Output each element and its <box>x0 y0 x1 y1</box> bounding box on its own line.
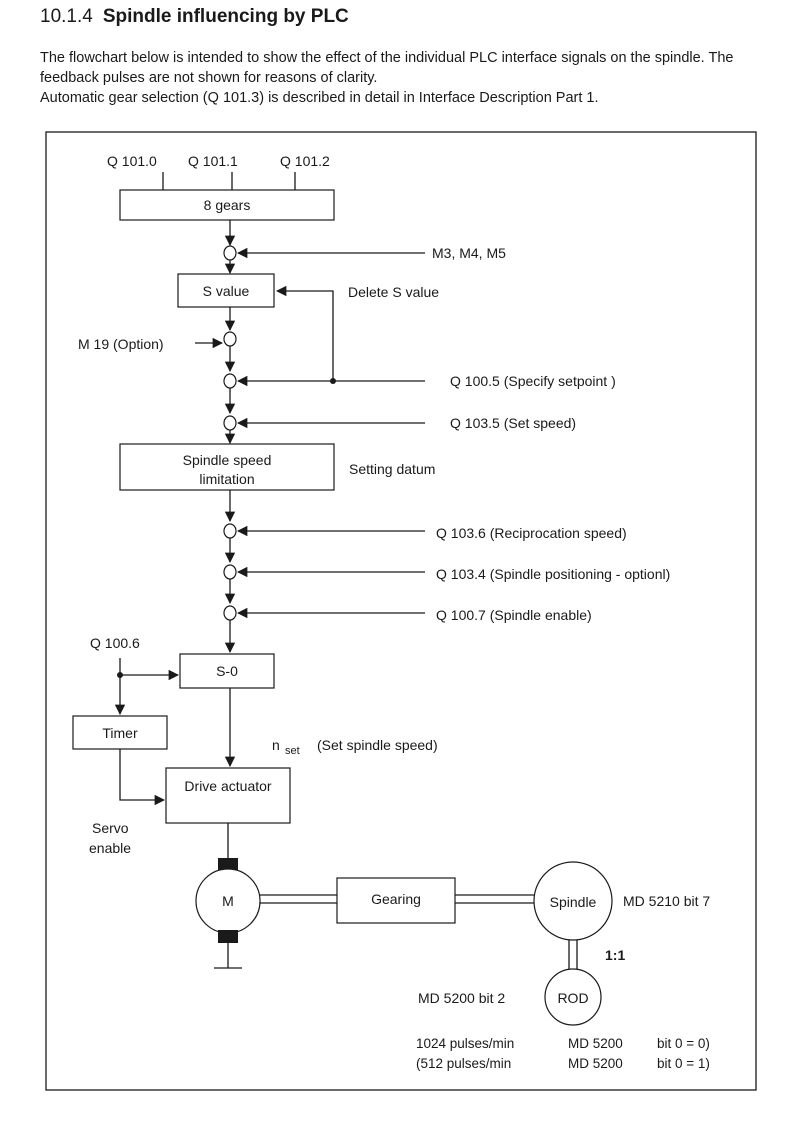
s0-box <box>179 653 275 689</box>
label-q1005: Q 100.5 (Specify setpoint ) <box>450 373 616 389</box>
switch-q1034 <box>223 564 237 580</box>
label-q1011: Q 101.1 <box>188 153 238 169</box>
s0-label: S-0 <box>216 663 238 679</box>
s-value-label: S value <box>203 283 250 299</box>
label-md5200-bit2: MD 5200 bit 2 <box>418 990 505 1006</box>
limitation-line-1: Spindle speed <box>183 452 272 468</box>
limitation-box <box>119 443 335 491</box>
gearing-label: Gearing <box>371 891 421 907</box>
intro-paragraph-2: Automatic gear selection (Q 101.3) is de… <box>40 90 599 106</box>
spindle-label: Spindle <box>550 894 597 910</box>
pulse-bit-2: bit 0 = 1) <box>657 1056 710 1071</box>
drive-actuator-label: Drive actuator <box>184 778 271 794</box>
switch-m19 <box>223 331 237 347</box>
label-nset-desc: (Set spindle speed) <box>317 737 438 753</box>
label-ratio: 1:1 <box>605 947 625 963</box>
label-q1010: Q 101.0 <box>107 153 157 169</box>
section-title: Spindle influencing by PLC <box>102 6 349 27</box>
limitation-line-2: limitation <box>199 471 254 487</box>
switch-q1035 <box>223 415 237 431</box>
gears-box <box>119 189 335 221</box>
pulse-md-2: MD 5200 <box>568 1056 623 1071</box>
label-m3m4m5: M3, M4, M5 <box>432 245 506 261</box>
label-setting-datum: Setting datum <box>349 461 435 477</box>
label-q1006: Q 100.6 <box>90 635 140 651</box>
intro-paragraph-1: The flowchart below is intended to show … <box>40 50 734 86</box>
gearing-box <box>336 877 456 924</box>
switch-m3m4m5 <box>223 245 237 261</box>
timer-label: Timer <box>102 725 138 741</box>
label-nset-sub: set <box>285 745 300 757</box>
timer-box <box>72 715 168 750</box>
s-value-box <box>177 273 275 308</box>
label-q1036: Q 103.6 (Reciprocation speed) <box>436 525 627 541</box>
label-q1034: Q 103.4 (Spindle positioning - optionl) <box>436 566 670 582</box>
junction-dot <box>330 378 336 384</box>
label-m19: M 19 (Option) <box>78 336 164 352</box>
label-q1012: Q 101.2 <box>280 153 330 169</box>
motor-terminal-bottom <box>218 930 238 943</box>
label-q1035: Q 103.5 (Set speed) <box>450 415 576 431</box>
diagram-frame <box>45 131 757 1091</box>
section-number: 10.1.4 <box>40 6 93 27</box>
delete-s-feedback <box>275 285 334 381</box>
label-nset-n: n <box>272 737 280 753</box>
switch-q1036 <box>223 523 237 539</box>
drive-actuator-box <box>165 767 291 824</box>
rod-circle <box>544 968 602 1026</box>
switch-q1007 <box>223 605 237 621</box>
spindle-circle <box>533 861 613 941</box>
rod-label: ROD <box>557 990 588 1006</box>
motor-terminal-top <box>218 858 238 871</box>
section-heading: 10.1.4 Spindle influencing by PLC <box>40 6 349 28</box>
pulse-rate-2: (512 pulses/min <box>416 1056 511 1071</box>
pulse-rate-1: 1024 pulses/min <box>416 1036 514 1051</box>
pulse-md-1: MD 5200 <box>568 1036 623 1051</box>
label-servo-2: enable <box>89 840 131 856</box>
label-q1007: Q 100.7 (Spindle enable) <box>436 607 592 623</box>
label-servo-1: Servo <box>92 820 129 836</box>
gears-label: 8 gears <box>204 197 251 213</box>
label-delete-s: Delete S value <box>348 284 439 300</box>
switch-q1005 <box>223 373 237 389</box>
pulse-bit-1: bit 0 = 0) <box>657 1036 710 1051</box>
motor-label: M <box>222 893 234 909</box>
label-md5210: MD 5210 bit 7 <box>623 893 710 909</box>
servo-enable-line <box>119 749 166 806</box>
intro-text: The flowchart below is intended to show … <box>40 48 760 108</box>
